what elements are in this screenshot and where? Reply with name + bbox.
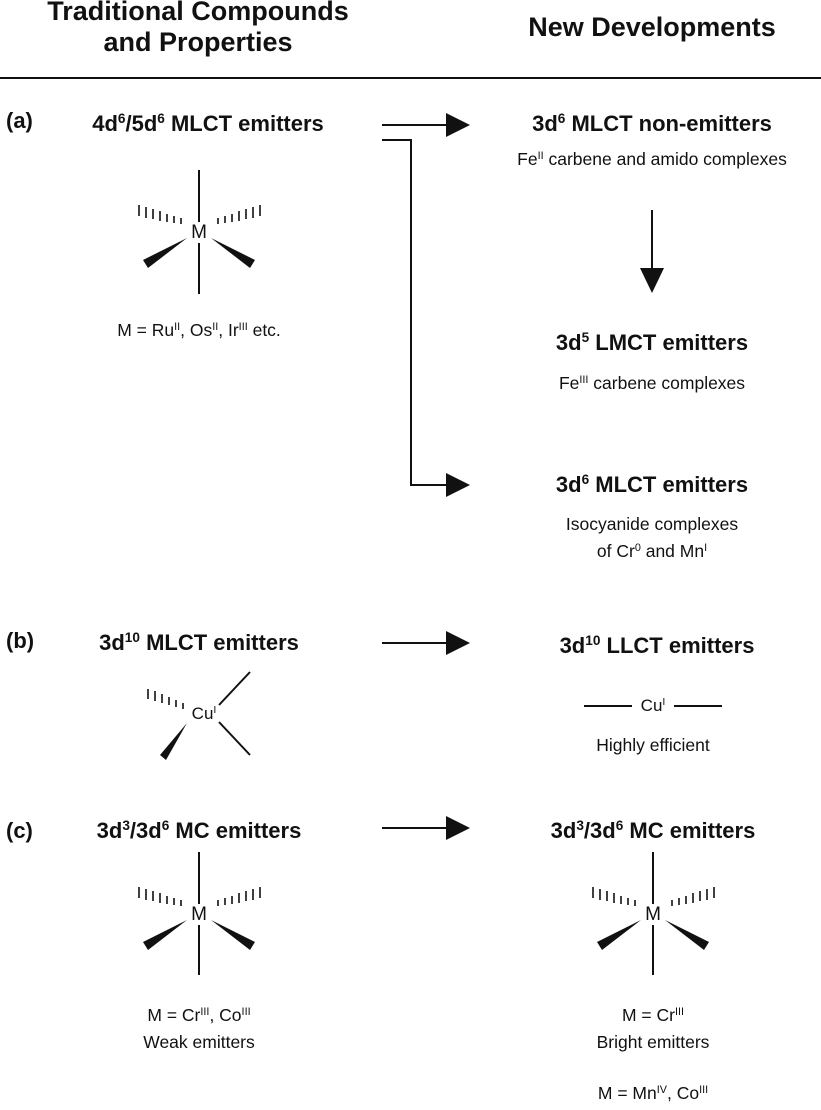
arrow-down-to-lmct [640,210,664,293]
header-left: Traditional Compounds and Properties [47,0,349,58]
row-a-tag: (a) [6,108,33,133]
arrow-a-to-nonemitters [382,113,470,137]
header-left-line1: Traditional Compounds [47,0,349,26]
row-c-left-caption: M = CrIII, CoIII [147,1005,251,1025]
row-c-right-title: 3d3/3d6 MC emitters [550,817,756,843]
cu-label-right: CuI [639,695,667,716]
header-left-line2: and Properties [103,27,293,57]
row-c-right-caption: M = CrIII [621,1005,685,1025]
row-b-right-title: 3d10 LLCT emitters [559,632,755,658]
octahedral-structure-c-left [138,852,261,975]
row-c-left-desc: Weak emitters [143,1032,255,1052]
row-a-right2-title: 3d5 LMCT emitters [555,329,749,355]
row-b-tag: (b) [6,628,35,653]
row-a-right2-desc: FeIII carbene complexes [558,373,746,393]
row-c-tag: (c) [6,818,33,843]
row-c-right-desc: Bright emitters [596,1032,710,1052]
arrow-b [382,631,470,655]
metal-label-c-left: M [190,904,208,925]
metal-label-a: M [190,222,208,243]
cu-tetrahedral-structure [147,671,251,760]
row-c-left-title: 3d3/3d6 MC emitters [96,817,302,843]
cu-label-left: CuI [190,703,218,724]
octahedral-structure-a [138,170,261,294]
row-a-left-title: 4d6/5d6 MLCT emitters [92,110,324,136]
row-a-right1-title: 3d6 MLCT non-emitters [532,110,772,136]
row-a-left-caption: M = RuII, OsII, IrIII etc. [117,320,281,340]
arrow-c [382,816,470,840]
row-c-right-extra: M = MnIV, CoIII [597,1083,709,1103]
row-b-right-desc: Highly efficient [596,735,710,755]
arrow-a-to-mlct-emitters [382,139,470,497]
row-a-right3-title: 3d6 MLCT emitters [555,471,749,497]
row-a-right3-desc1: Isocyanide complexes [565,514,739,534]
row-a-right3-desc2: of Cr0 and MnI [596,541,708,561]
row-a-right1-desc: FeII carbene and amido complexes [517,149,787,169]
header-right: New Developments [528,12,776,42]
metal-label-c-right: M [644,904,662,925]
octahedral-structure-c-right [592,852,715,975]
row-b-left-title: 3d10 MLCT emitters [99,629,299,655]
